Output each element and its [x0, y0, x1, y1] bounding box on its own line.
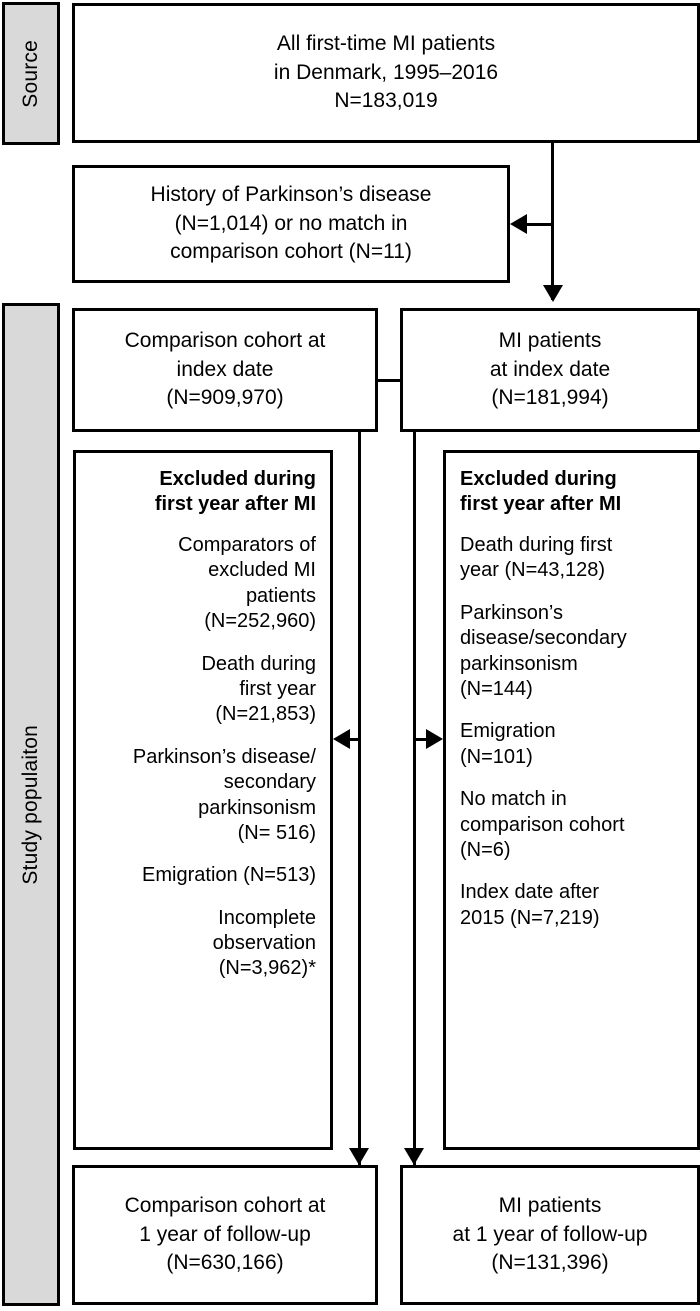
band-study-population: Study populaiton	[2, 303, 60, 1306]
excluded-comparison-item-1: Death during first year (N=21,853)	[201, 652, 316, 726]
node-mi-index-text: MI patients at index date (N=181,994)	[489, 329, 611, 410]
node-source-cohort-text: All first-time MI patients in Denmark, 1…	[273, 32, 499, 113]
arrow-mi-followup-in	[404, 1148, 424, 1165]
arrow-history-in	[510, 214, 527, 234]
connector-to-history	[527, 223, 553, 226]
excluded-mi-item-2: Emigration (N=101)	[460, 720, 556, 768]
excluded-mi-item-0: Death during first year (N=43,128)	[460, 534, 613, 582]
arrow-excluded-comparison-in	[333, 729, 350, 749]
excluded-mi-item-1: Parkinson’s disease/secondary parkinsoni…	[460, 601, 627, 700]
node-comparison-index-text: Comparison cohort at index date (N=909,9…	[124, 329, 326, 410]
excluded-comparison-item-2: Parkinson’s disease/ secondary parkinson…	[132, 745, 316, 844]
excluded-mi-header: Excluded during first year after MI	[460, 468, 622, 515]
band-study-population-label: Study populaiton	[19, 724, 42, 885]
excluded-mi-item-3: No match in comparison cohort (N=6)	[460, 788, 625, 861]
connector-source-down	[551, 143, 554, 300]
band-source: Source	[2, 2, 60, 145]
band-source-label: Source	[19, 39, 42, 108]
rail-comparison	[358, 432, 361, 1165]
node-excluded-comparison: Excluded during first year after MI Comp…	[73, 450, 333, 1150]
arrow-comparison-followup-in	[349, 1148, 369, 1165]
node-excluded-history-text: History of Parkinson’s disease (N=1,014)…	[150, 183, 432, 264]
excluded-comparison-item-3: Emigration (N=513)	[142, 864, 316, 887]
node-comparison-followup: Comparison cohort at 1 year of follow-up…	[72, 1165, 378, 1305]
arrow-excluded-mi-in	[426, 729, 443, 749]
node-comparison-index: Comparison cohort at index date (N=909,9…	[72, 308, 378, 432]
node-comparison-followup-text: Comparison cohort at 1 year of follow-up…	[124, 1194, 326, 1275]
connector-index-match	[375, 379, 403, 382]
connector-excl-mi	[413, 738, 426, 741]
rail-mi	[413, 432, 416, 1165]
excluded-comparison-item-4: Incomplete observation (N=3,962)*	[212, 906, 316, 980]
connector-excl-comparison	[350, 738, 360, 741]
node-source-cohort: All first-time MI patients in Denmark, 1…	[72, 3, 700, 143]
excluded-comparison-header: Excluded during first year after MI	[154, 468, 316, 515]
node-mi-followup: MI patients at 1 year of follow-up (N=13…	[400, 1165, 700, 1305]
node-excluded-history: History of Parkinson’s disease (N=1,014)…	[72, 165, 510, 283]
node-excluded-mi: Excluded during first year after MI Deat…	[443, 450, 700, 1150]
node-mi-followup-text: MI patients at 1 year of follow-up (N=13…	[452, 1194, 648, 1275]
arrow-mi-index-in	[543, 285, 563, 302]
node-mi-index: MI patients at index date (N=181,994)	[400, 308, 700, 432]
excluded-mi-item-4: Index date after 2015 (N=7,219)	[460, 881, 600, 929]
excluded-comparison-item-0: Comparators of excluded MI patients (N=2…	[178, 534, 316, 633]
